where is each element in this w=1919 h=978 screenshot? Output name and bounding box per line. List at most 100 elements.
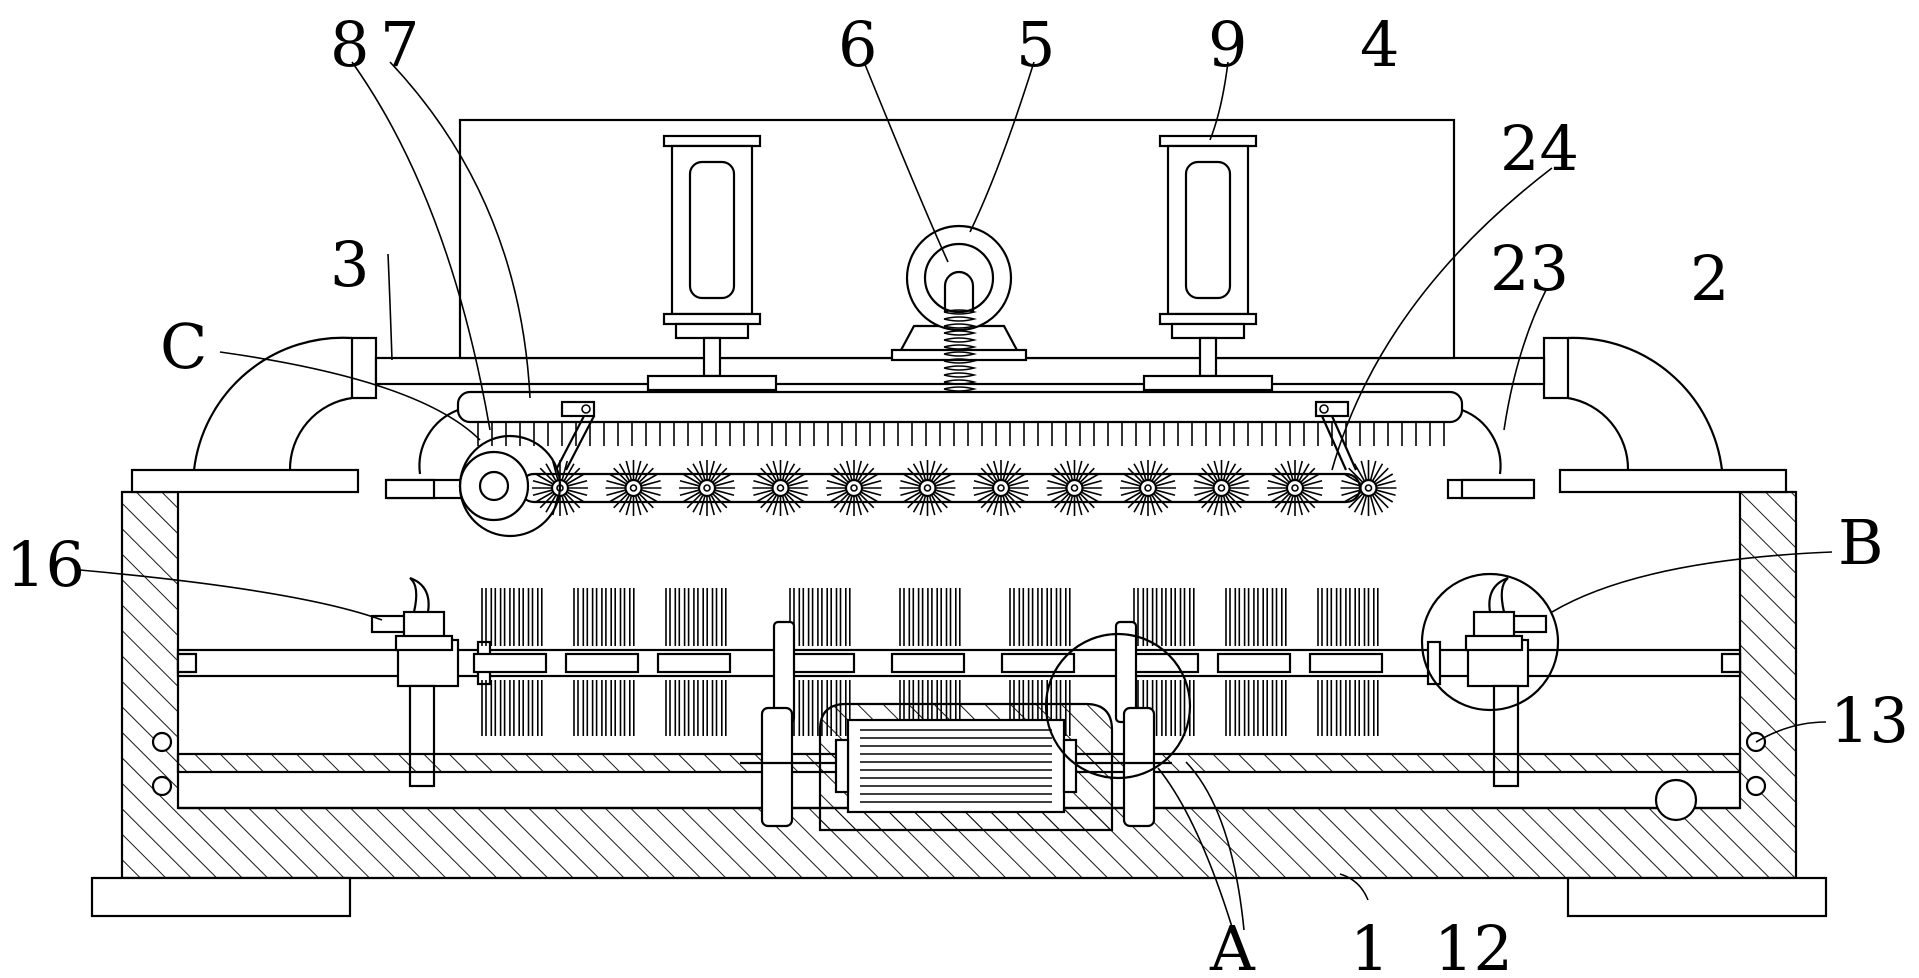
brush-carrier [418, 390, 1502, 475]
bristle-spoke [861, 491, 879, 503]
bristle-spoke [1149, 496, 1157, 516]
motor [818, 702, 1114, 832]
bristle-strand [702, 680, 708, 736]
bristle-spoke [1374, 467, 1389, 483]
bristle-spoke [639, 493, 654, 509]
wheel-axle [1217, 484, 1226, 492]
bristle-spoke [1286, 460, 1294, 480]
bristle-strand [945, 588, 952, 646]
bristle-strand [573, 588, 579, 646]
bristle-spoke [551, 460, 559, 480]
bristle-spoke [565, 467, 581, 483]
bristle-spoke [1156, 479, 1176, 487]
bristle-spoke [1196, 473, 1215, 485]
bristle-spoke [1302, 473, 1320, 485]
bristle-spoke [712, 467, 728, 483]
bristle-strand [1161, 680, 1167, 736]
bristle-spoke [1078, 495, 1090, 513]
bristle-group [1216, 588, 1292, 736]
bristle-strand [582, 680, 589, 736]
bristle-strand [573, 680, 579, 736]
bristle-spoke [698, 496, 706, 516]
bristle-strand [1142, 588, 1149, 646]
bristle-strand [582, 588, 589, 646]
bristle-spoke [1375, 491, 1394, 503]
bristle-spoke [787, 491, 806, 503]
bristle-strand [693, 588, 699, 646]
bristle-spoke [1149, 460, 1157, 480]
bristle-spoke [1303, 479, 1323, 487]
bristle-spoke [708, 496, 716, 516]
bristle-strand [509, 588, 515, 646]
bristle-spoke [539, 467, 555, 483]
motor-fins [860, 729, 1052, 803]
screw-thread [943, 330, 978, 336]
bristle-spoke [980, 467, 996, 483]
bristle-spoke [606, 479, 626, 487]
bristle-group [656, 588, 732, 736]
bristle-spoke [753, 479, 773, 487]
label-8: 8 [330, 8, 369, 81]
bristle-strand [1363, 588, 1370, 646]
label-12: 12 [1434, 912, 1513, 978]
cam-plates [740, 620, 1172, 828]
bristle-spoke [1047, 479, 1067, 487]
bristle-spoke [1341, 489, 1361, 497]
bristle-spoke [1081, 491, 1100, 503]
bristle-spoke [907, 493, 922, 509]
brush-wheel [1046, 460, 1103, 516]
bristle-spoke [929, 496, 936, 516]
bristle-spoke [1228, 491, 1247, 503]
bristle-spoke [1280, 463, 1292, 481]
bristle-strand [693, 680, 699, 736]
bristle-strand [490, 680, 497, 736]
bristle-spoke [1372, 463, 1384, 481]
bristle-strand [936, 588, 942, 646]
detail-circles [458, 434, 1560, 780]
bristle-spoke [1343, 491, 1362, 503]
bristle-spoke [1348, 493, 1363, 509]
bristle-strand [481, 680, 487, 736]
bristle-spoke [1353, 463, 1365, 481]
bristle-spoke [714, 491, 732, 503]
bristle-spoke [532, 489, 552, 497]
brush-wheel [1340, 460, 1397, 516]
bristle-spoke [539, 493, 555, 509]
bristle-spoke [692, 463, 704, 481]
wheel-axle [703, 484, 711, 492]
bristle-spoke [1076, 460, 1083, 480]
bristle-spoke [919, 460, 926, 480]
bristle-strand [1373, 680, 1379, 736]
bristle-spoke [934, 473, 953, 485]
bristle-spoke [1343, 473, 1362, 485]
bristle-spoke [545, 463, 557, 481]
bristle-spoke [1081, 473, 1100, 485]
bristle-strand [683, 588, 690, 646]
bristle-spoke [1123, 491, 1141, 503]
bristle-spoke [1054, 493, 1069, 509]
clamp-right [1464, 576, 1548, 652]
bristle-spoke [1348, 467, 1363, 483]
bristle-spoke [855, 460, 863, 480]
bristle-strand [1170, 588, 1176, 646]
bristle-spoke [826, 489, 846, 497]
bristle-strand [601, 680, 607, 736]
bristle-spoke [1341, 479, 1361, 487]
bristle-spoke [1059, 495, 1071, 513]
bristle-strand [1046, 588, 1052, 646]
cylinder-left [646, 134, 778, 392]
bristle-spoke [1286, 496, 1294, 516]
bristle-spoke [760, 493, 775, 509]
bristle-strand [527, 588, 534, 646]
bristle-spoke [907, 467, 922, 483]
bristle-spoke [608, 473, 627, 485]
bristle-spoke [1201, 467, 1216, 483]
label-4: 4 [1360, 8, 1399, 81]
bristle-strand [917, 588, 924, 646]
bristle-group [1308, 588, 1384, 736]
bristle-spoke [1303, 489, 1323, 497]
bristle-spoke [900, 479, 920, 487]
bristle-spoke [931, 495, 943, 513]
bristle-strand [1373, 588, 1379, 646]
bristle-spoke [715, 479, 735, 487]
